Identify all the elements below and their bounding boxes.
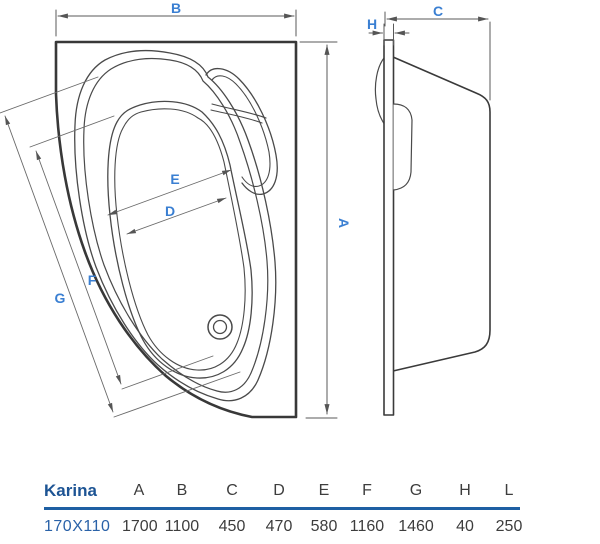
headrest-bulge-outer [205, 68, 278, 196]
dim-label-B: B [171, 0, 181, 16]
side-rim-lip [374, 57, 386, 126]
col-header-L: L [504, 482, 514, 499]
col-header-F: F [362, 482, 372, 499]
dim-label-H: H [367, 16, 377, 32]
value-D: 470 [265, 518, 293, 535]
value-A: 1700 [122, 518, 158, 535]
dim-label-A: A [336, 218, 352, 228]
dim-label-F: F [88, 272, 97, 288]
side-flange-panel [383, 39, 395, 416]
dim-label-G: G [55, 290, 66, 306]
dim-D [126, 197, 227, 235]
spec-value-row: 170X110 1700 1100 450 470 580 1160 1460 … [44, 517, 536, 537]
tub-outer-edge [54, 40, 298, 419]
spec-header-row: Karina A B C D E F G H L [44, 481, 536, 501]
dim-label-E: E [170, 171, 179, 187]
armrest-ledge-bottom [210, 109, 263, 124]
dim-F [29, 115, 214, 390]
dim-C [384, 11, 491, 101]
dim-H [368, 23, 410, 46]
armrest-ledge-top [211, 103, 267, 119]
col-header-A: A [133, 482, 145, 499]
model-size: 170X110 [44, 518, 111, 535]
value-C: 450 [218, 518, 246, 535]
value-B: 1100 [164, 518, 200, 535]
col-header-C: C [226, 482, 238, 499]
dim-label-C: C [433, 3, 443, 19]
side-view: C H [367, 3, 491, 416]
headrest-bulge-inner [211, 75, 271, 187]
col-header-H: H [459, 482, 471, 499]
dim-A [299, 41, 338, 419]
model-name: Karina [44, 481, 97, 500]
col-header-G: G [409, 482, 423, 499]
side-body [392, 56, 491, 372]
tub-rim-outer [74, 49, 277, 402]
value-F: 1160 [349, 518, 385, 535]
col-header-D: D [273, 482, 285, 499]
dim-G [0, 76, 241, 418]
side-seat-bump [392, 103, 413, 191]
spec-table: Karina A B C D E F G H L 170X110 1700 11… [44, 481, 536, 537]
col-header-E: E [318, 482, 330, 499]
dim-B [55, 9, 297, 37]
drain-icon [207, 314, 233, 340]
value-G: 1460 [398, 518, 434, 535]
dim-label-D: D [165, 203, 175, 219]
value-L: 250 [495, 518, 523, 535]
table-divider [44, 507, 520, 510]
value-E: 580 [310, 518, 338, 535]
col-header-B: B [176, 482, 188, 499]
technical-drawing: B A G F E [0, 0, 491, 419]
value-H: 40 [456, 518, 474, 535]
plan-view: B A G F E [0, 0, 352, 419]
